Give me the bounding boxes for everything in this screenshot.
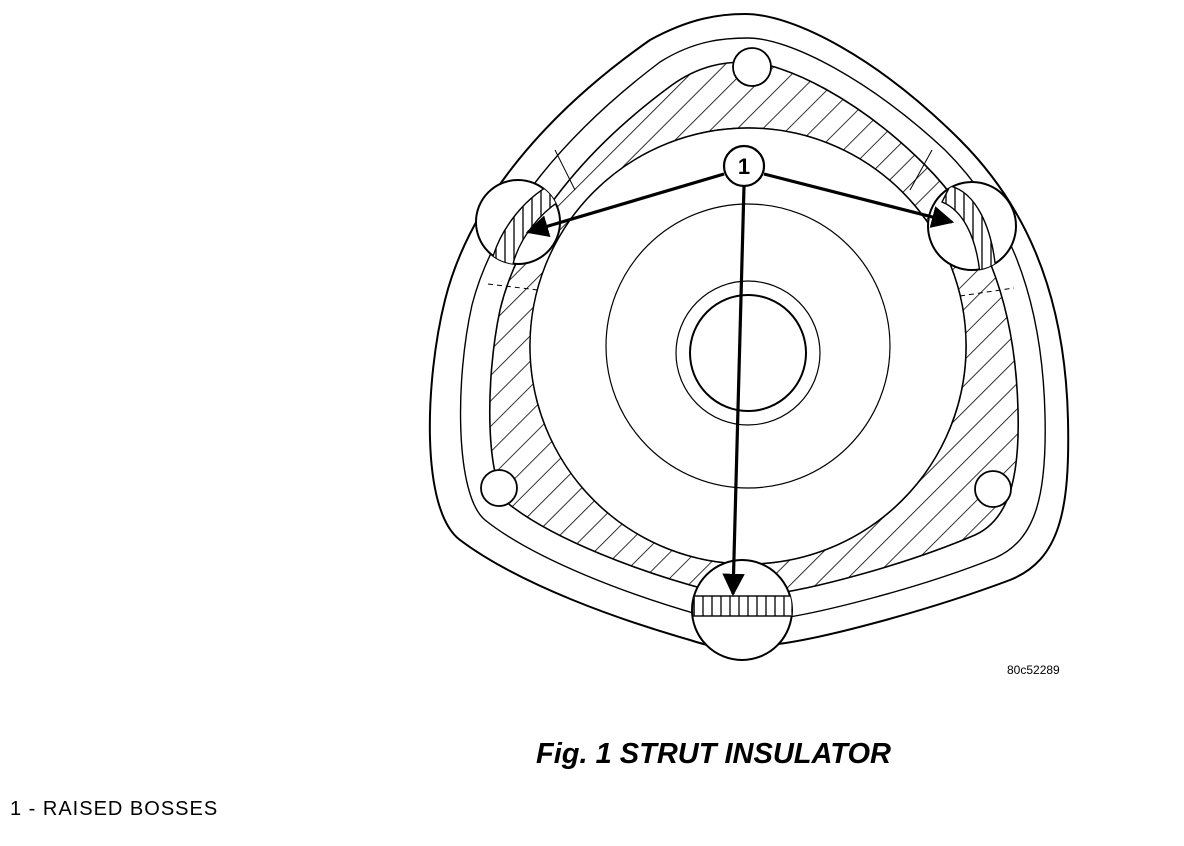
legend-item: 1 - RAISED BOSSES [10, 798, 219, 820]
mounting-hole-right [974, 470, 1012, 508]
center-bore [689, 294, 807, 412]
callout-bubble [722, 144, 766, 188]
callout-number: 1 [738, 154, 750, 179]
leader-arrow-bottom [722, 185, 746, 597]
raised-boss-right [927, 181, 1017, 271]
leader-arrow-left [525, 172, 725, 238]
ring-segment-line [909, 149, 933, 191]
mounting-hole-left [480, 469, 518, 507]
raised-boss-bottom [691, 559, 793, 661]
figure-caption: Fig. 1 STRUT INSULATOR [536, 738, 891, 770]
leader-arrow-right [763, 172, 955, 228]
part-code: 80c52289 [1007, 663, 1060, 677]
ring-segment-line [554, 149, 576, 191]
mounting-hole-top [732, 47, 772, 87]
ring-segment-line [959, 287, 1015, 297]
